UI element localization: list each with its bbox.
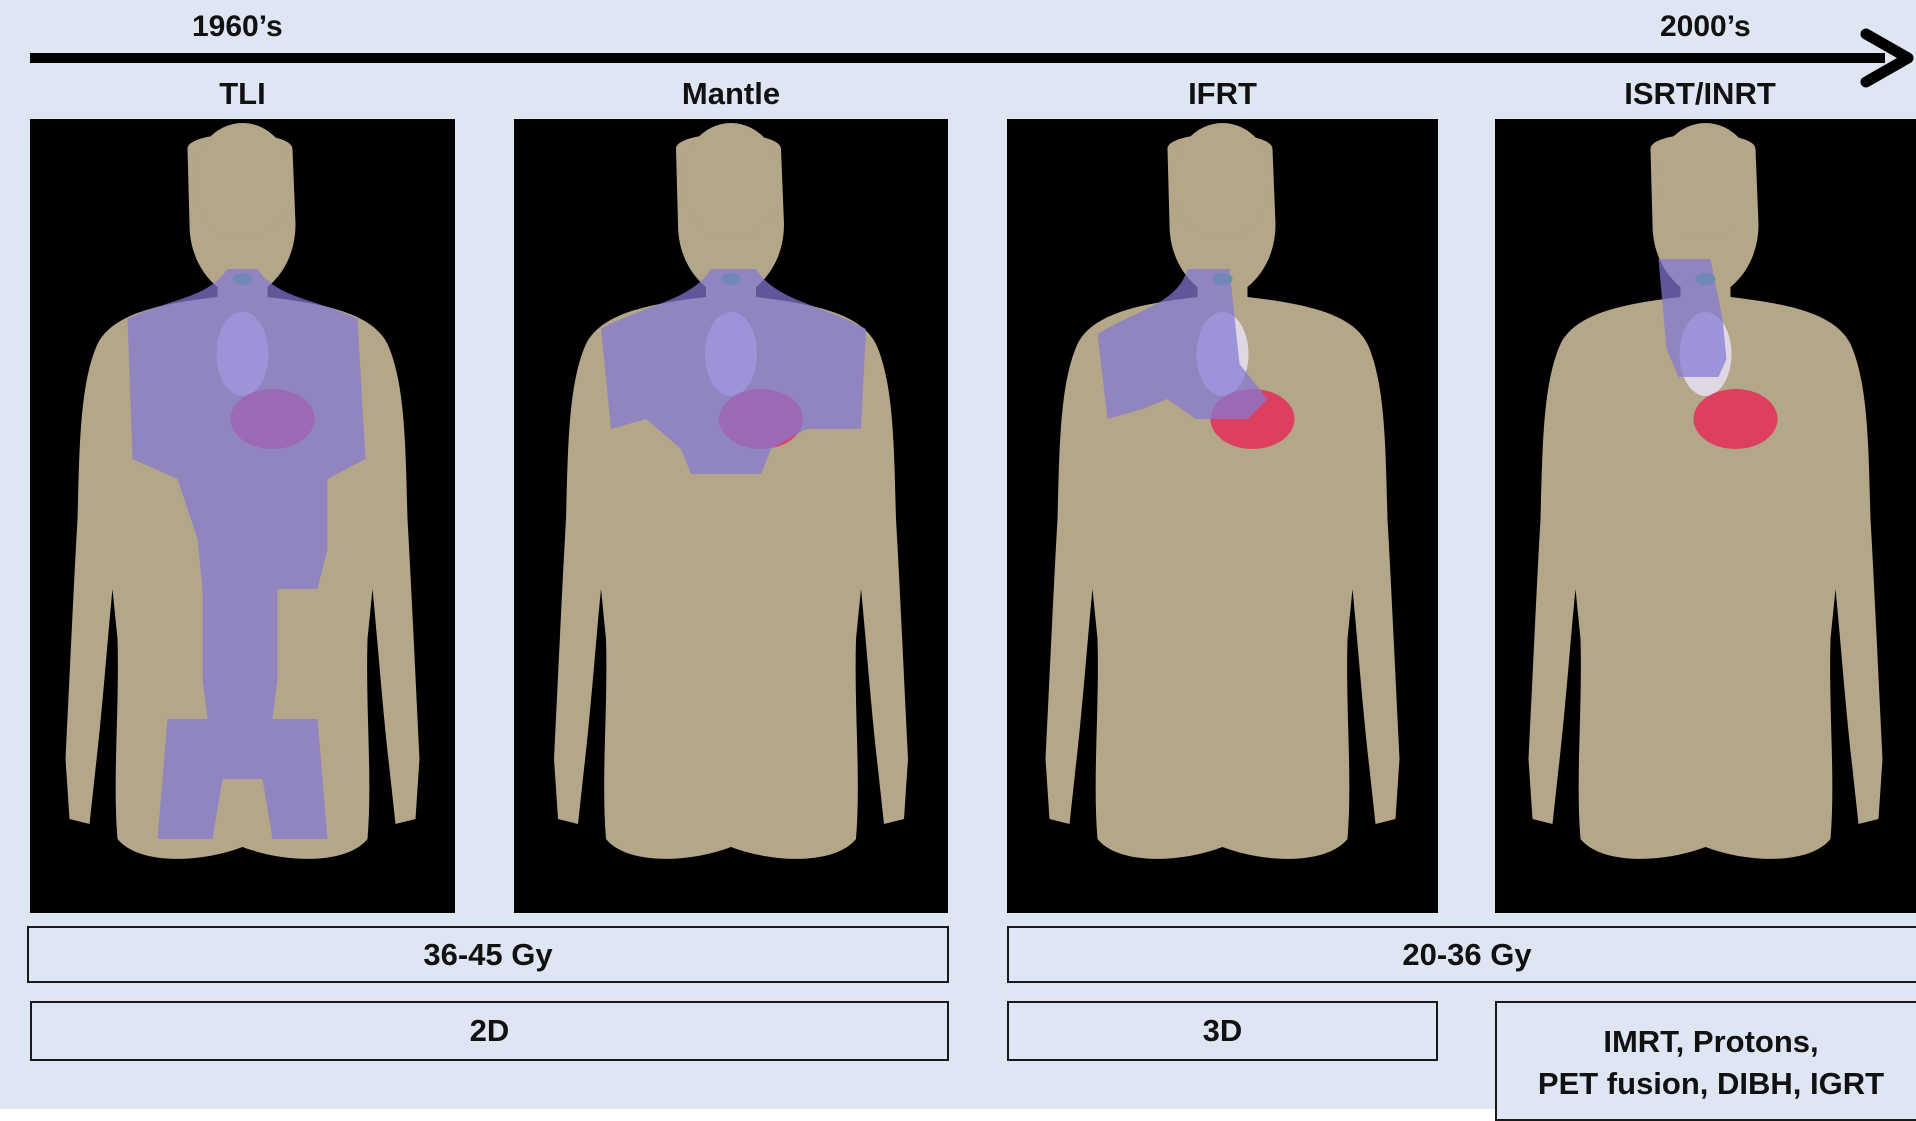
technique-box-3d-label: 3D <box>1203 1010 1243 1052</box>
head-shape <box>681 123 781 239</box>
technique-box-3d: 3D <box>1007 1001 1438 1061</box>
panel-isrt <box>1495 119 1916 913</box>
figure-group <box>66 123 420 859</box>
body-figure-mantle <box>514 119 948 913</box>
head-shape <box>1173 123 1273 239</box>
timeline-end-label: 2000’s <box>1660 10 1751 44</box>
figure-group <box>1046 123 1400 859</box>
panel-mantle <box>514 119 948 913</box>
body-figure-ifrt <box>1007 119 1438 913</box>
torso-shape <box>1046 134 1400 859</box>
timeline-start-label: 1960’s <box>192 10 283 44</box>
heart-shape <box>1694 389 1778 449</box>
body-figure-isrt <box>1495 119 1916 913</box>
dose-box-modern: 20-36 Gy <box>1007 926 1916 983</box>
figure-group <box>554 123 908 859</box>
panel-title-ifrt: IFRT <box>1007 76 1438 112</box>
panel-title-isrt: ISRT/INRT <box>1495 76 1905 112</box>
technique-box-modern-line2: PET fusion, DIBH, IGRT <box>1538 1063 1884 1105</box>
technique-box-2d-label: 2D <box>470 1010 510 1052</box>
timeline-arrow-line <box>30 53 1885 63</box>
body-figure-tli <box>30 119 455 913</box>
technique-box-modern-line1: IMRT, Protons, <box>1538 1021 1884 1063</box>
dose-box-early: 36-45 Gy <box>27 926 949 983</box>
figure-group <box>1529 123 1883 859</box>
torso-shape <box>554 134 908 859</box>
dose-box-early-label: 36-45 Gy <box>423 934 552 976</box>
panel-title-mantle: Mantle <box>514 76 948 112</box>
dose-box-modern-label: 20-36 Gy <box>1402 934 1531 976</box>
technique-box-modern: IMRT, Protons, PET fusion, DIBH, IGRT <box>1495 1001 1916 1121</box>
head-shape <box>1656 123 1756 239</box>
panel-tli <box>30 119 455 913</box>
torso-shape <box>1529 134 1883 859</box>
panel-title-tli: TLI <box>30 76 455 112</box>
panel-ifrt <box>1007 119 1438 913</box>
technique-box-2d: 2D <box>30 1001 949 1061</box>
head-shape <box>193 123 293 239</box>
